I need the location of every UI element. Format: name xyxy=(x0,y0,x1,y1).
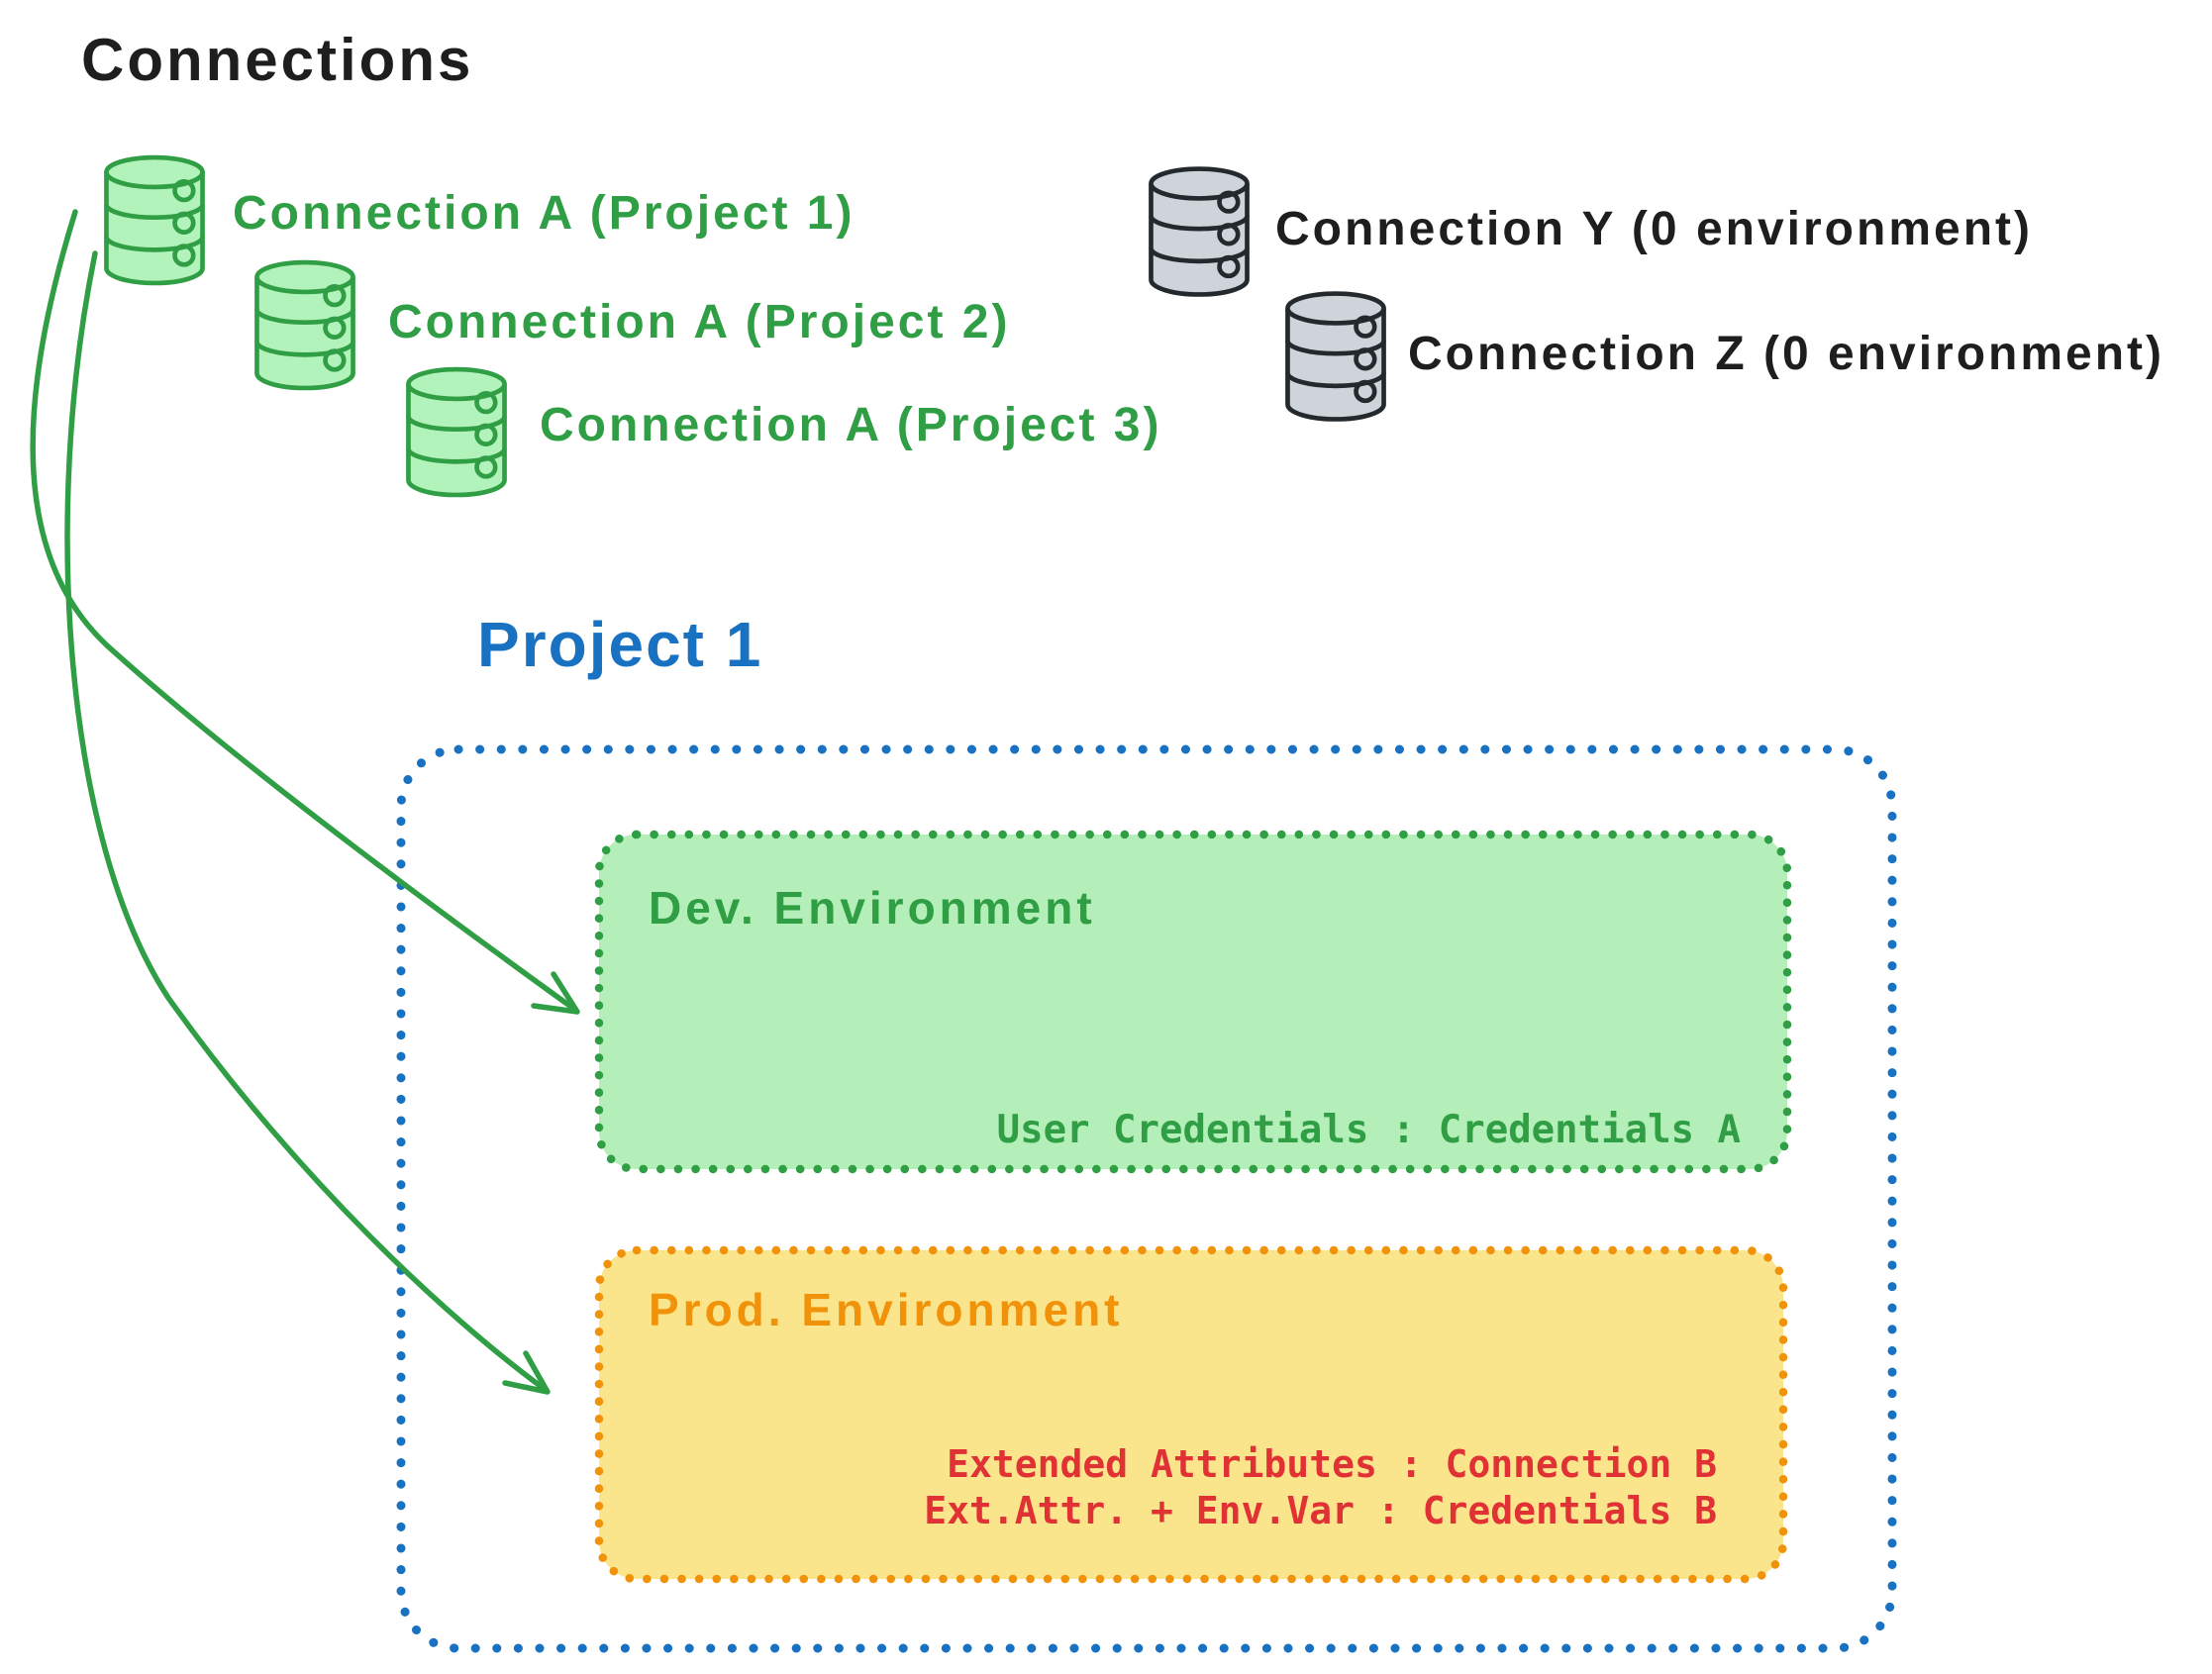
database-icon-project-2 xyxy=(250,253,360,397)
prod-environment-title: Prod. Environment xyxy=(649,1284,1124,1335)
prod-environment-credentials-text: Extended Attributes : Connection B Ext.A… xyxy=(924,1442,1717,1532)
database-icon-project-1 xyxy=(99,148,210,292)
dev-environment-box: Dev. Environment User Credentials : Cred… xyxy=(594,830,1792,1174)
database-icon-connection-z xyxy=(1280,286,1391,427)
connection-z-label: Connection Z (0 environment) xyxy=(1408,328,2165,380)
connection-a-project-2-label: Connection A (Project 2) xyxy=(388,296,1011,348)
prod-environment-box: Prod. Environment Extended Attributes : … xyxy=(594,1245,1788,1584)
connection-a-project-3-label: Connection A (Project 3) xyxy=(540,399,1162,451)
connection-a-project-1-label: Connection A (Project 1) xyxy=(233,187,855,240)
dev-environment-credentials-text: User Credentials : Credentials A xyxy=(996,1108,1741,1152)
database-icon-connection-y xyxy=(1144,161,1255,302)
database-icon-project-3 xyxy=(401,360,512,504)
project-1-container xyxy=(396,744,1897,1653)
dev-environment-title: Dev. Environment xyxy=(649,882,1096,934)
connections-title: Connections xyxy=(81,27,474,93)
connection-y-label: Connection Y (0 environment) xyxy=(1275,203,2033,255)
project-1-title: Project 1 xyxy=(477,609,763,680)
